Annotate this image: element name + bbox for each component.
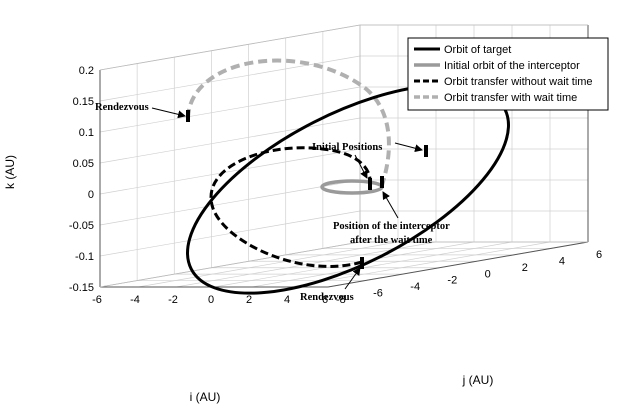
gridline [99, 117, 361, 164]
legend-label-target: Orbit of target [444, 44, 511, 56]
y-tick-label: 4 [559, 255, 565, 267]
x-tick-label: 0 [208, 294, 214, 306]
z-tick-label: -0.1 [75, 251, 94, 263]
y-tick-label: -6 [373, 288, 383, 300]
series-transfer-with-wait [186, 58, 391, 186]
x-tick-label: -4 [130, 294, 140, 306]
y-tick-label: -2 [447, 275, 457, 287]
axis-line [99, 24, 361, 71]
series-transfer-without-wait [209, 146, 372, 268]
marker-interceptor-wait [380, 176, 384, 188]
z-tick-label: 0 [88, 189, 94, 201]
axis-line [99, 241, 361, 288]
series-initial-interceptor-orbit [320, 179, 384, 195]
gridline [99, 210, 361, 257]
axis-line [327, 241, 589, 288]
marker-interceptor-initial [368, 178, 372, 190]
annotation-arrow [151, 107, 186, 119]
z-tick-label: -0.05 [69, 220, 94, 232]
y-tick-label: -8 [336, 294, 346, 306]
x-tick-label: -2 [168, 294, 178, 306]
gridline [251, 241, 513, 288]
legend-label-initial: Initial orbit of the interceptor [444, 60, 580, 72]
gridline [99, 179, 361, 226]
annotation-interceptor-position-line2: after the wait time [350, 235, 433, 246]
z-tick-label: -0.15 [69, 282, 94, 294]
legend: Orbit of target Initial orbit of the int… [407, 37, 609, 111]
marker-target-initial [424, 145, 428, 157]
x-tick-label: -6 [92, 294, 102, 306]
x-tick-label: 2 [246, 294, 252, 306]
y-tick-label: 6 [596, 249, 602, 261]
y-tick-label: -4 [410, 281, 420, 293]
annotation-initial-positions: Initial Positions [312, 142, 382, 153]
gridline [99, 86, 361, 133]
annotation-arrow [344, 267, 361, 290]
z-tick-label: 0.2 [79, 65, 94, 77]
y-tick-label: 2 [522, 262, 528, 274]
z-tick-label: 0.05 [73, 158, 94, 170]
annotation-rendezvous-top: Rendezvous [95, 102, 149, 113]
tick-labels: -6 -4 -2 0 2 4 6 -8 -6 -4 -2 0 2 4 6 -0.15 -0.1 -0.05 0 0.0… [69, 65, 602, 306]
legend-box [407, 37, 609, 111]
x-axis-label: i (AU) [190, 390, 221, 404]
z-tick-label: 0.1 [79, 127, 94, 139]
gridline [289, 241, 551, 288]
z-tick-label: 0.15 [73, 96, 94, 108]
annotation-arrow [354, 154, 368, 179]
y-tick-label: 0 [485, 268, 491, 280]
marker-rendezvous-high [186, 110, 190, 122]
gridline [137, 241, 399, 288]
annotation-arrow [394, 142, 423, 153]
gridline [99, 55, 361, 102]
annotation-arrow [382, 191, 399, 219]
legend-label-without-wait: Orbit transfer without wait time [444, 76, 593, 88]
legend-label-with-wait: Orbit transfer with wait time [444, 92, 577, 104]
x-tick-label: 4 [284, 294, 290, 306]
y-axis-label: j (AU) [462, 373, 494, 387]
x-tick-label: 6 [322, 294, 328, 306]
gridline [99, 148, 361, 195]
annotation-rendezvous-bottom: Rendezvous [300, 292, 354, 303]
z-axis-label: k (AU) [3, 155, 17, 189]
marker-rendezvous-low [360, 257, 364, 269]
annotation-interceptor-position-line1: Position of the interceptor [333, 221, 450, 232]
